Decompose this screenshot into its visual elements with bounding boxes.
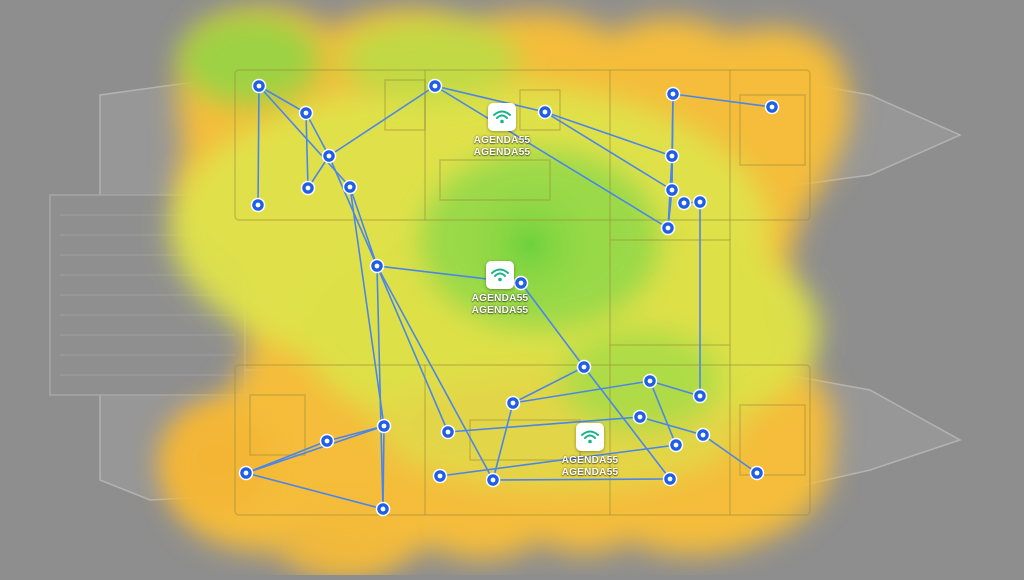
connection-line [434,85,669,229]
measurement-point[interactable] [300,180,316,196]
connection-line [245,425,385,474]
connection-line [639,416,704,436]
measurement-point[interactable] [692,388,708,404]
measurement-point[interactable] [695,427,711,443]
connection-line [671,93,674,191]
measurement-point[interactable] [298,105,314,121]
measurement-point[interactable] [376,418,392,434]
measurement-point[interactable] [375,501,391,517]
connection-line [349,186,385,427]
ap-name-line2: AGENDA55 [561,467,619,478]
access-point-cabin-bottom[interactable]: AGENDA55 AGENDA55 [535,423,645,479]
connection-line [520,282,585,368]
connection-line [544,111,673,191]
ap-name-line1: AGENDA55 [561,455,619,466]
connection-line [702,434,758,474]
measurement-point[interactable] [321,148,337,164]
ap-name-line2: AGENDA55 [473,147,531,158]
connection-line [349,186,378,267]
connection-line [245,472,384,510]
measurement-points [238,78,780,517]
connection-line [544,111,673,157]
measurement-point[interactable] [250,197,266,213]
access-point-cabin-top[interactable]: AGENDA55 AGENDA55 [447,103,557,159]
wifi-icon [486,261,514,289]
measurement-point[interactable] [665,86,681,102]
measurement-point[interactable] [668,437,684,453]
measurement-point[interactable] [513,275,529,291]
measurement-point[interactable] [432,468,448,484]
measurement-point[interactable] [749,465,765,481]
access-point-salon[interactable]: AGENDA55 AGENDA55 [445,261,555,317]
measurement-point[interactable] [440,424,456,440]
measurement-point[interactable] [664,182,680,198]
connection-line [258,85,307,114]
measurement-point[interactable] [764,99,780,115]
measurement-point[interactable] [662,471,678,487]
connection-line [376,265,494,481]
connection-line [649,380,701,397]
measurement-point[interactable] [342,179,358,195]
connection-line [328,85,436,157]
measurement-point[interactable] [660,220,676,236]
connection-line [439,444,677,477]
connection-line [376,265,384,510]
ap-name-line1: AGENDA55 [471,293,529,304]
measurement-point[interactable] [369,258,385,274]
connection-line [492,478,671,481]
connection-line [512,366,585,404]
measurement-point[interactable] [537,104,553,120]
measurement-point[interactable] [642,373,658,389]
connection-line [305,112,309,189]
connection-line [376,265,449,433]
interior-walls [234,69,811,516]
connection-line [512,380,651,404]
measurement-point[interactable] [632,409,648,425]
connection-line [649,380,677,446]
measurement-point[interactable] [505,395,521,411]
measurement-point[interactable] [576,359,592,375]
connection-line [382,425,385,510]
measurement-point[interactable] [692,194,708,210]
connection-line [583,366,671,480]
connection-line [434,85,546,113]
measurement-point[interactable] [319,433,335,449]
connection-line [672,93,773,108]
ap-name-line1: AGENDA55 [473,135,531,146]
connection-line [305,112,330,157]
connection-line [492,402,514,481]
wifi-icon [488,103,516,131]
measurement-point[interactable] [238,465,254,481]
measurement-point[interactable] [664,148,680,164]
measurement-point[interactable] [251,78,267,94]
measurement-point[interactable] [676,195,692,211]
measurement-point[interactable] [427,78,443,94]
ap-name-line2: AGENDA55 [471,305,529,316]
wifi-icon [576,423,604,451]
measurement-point[interactable] [485,472,501,488]
connection-line [447,416,641,433]
connection-line [257,85,260,206]
